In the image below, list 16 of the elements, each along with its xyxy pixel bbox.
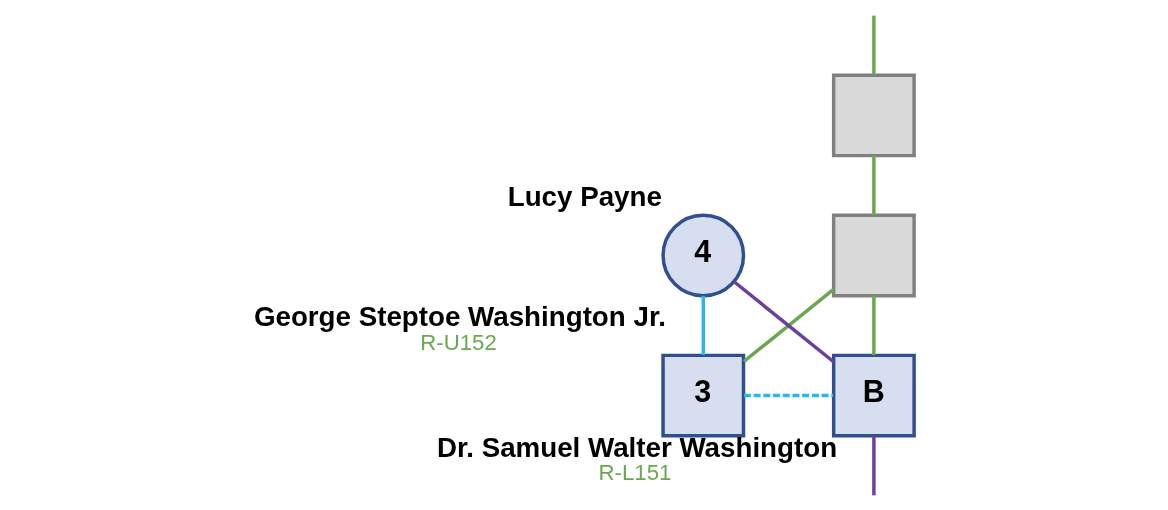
node-box [831, 213, 916, 297]
connector [733, 279, 835, 363]
connector [872, 15, 876, 75]
node-label: George Steptoe Washington Jr. [253, 300, 666, 332]
node-box [831, 72, 916, 157]
connector [872, 295, 876, 355]
node-box: 3 [661, 353, 746, 438]
node-box: B [831, 353, 916, 438]
connector [872, 155, 876, 215]
connector [872, 435, 876, 495]
connector [701, 295, 705, 355]
node-label: Lucy Payne [507, 180, 662, 212]
connector [742, 287, 835, 363]
node-circle: 4 [661, 213, 746, 297]
node-label: R-U152 [420, 329, 497, 355]
connector [743, 393, 834, 397]
